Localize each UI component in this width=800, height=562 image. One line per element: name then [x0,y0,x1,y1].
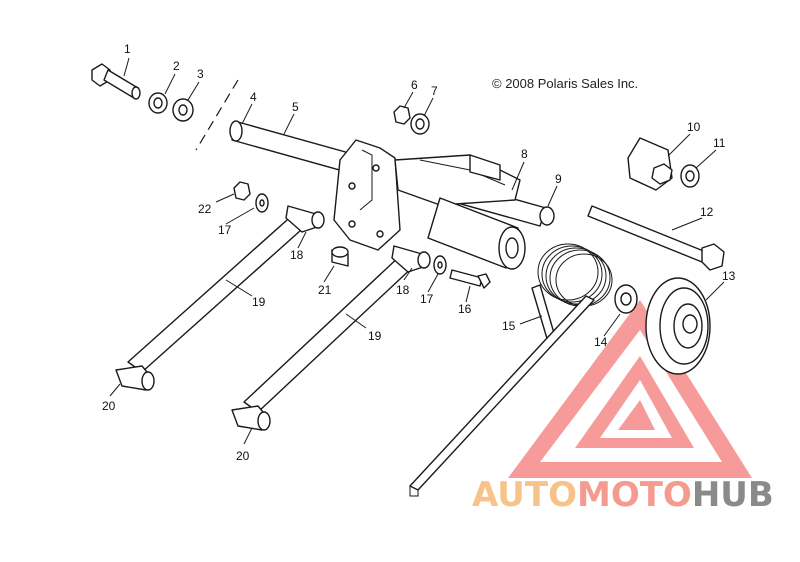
bushing-part [331,246,349,267]
callout-10: 10 [687,120,701,134]
watermark-moto: MOTO [577,475,692,515]
idler-wheel-part [645,277,711,375]
callout-1: 1 [124,42,131,56]
callout-4: 4 [250,90,257,104]
callout-15: 15 [502,319,516,333]
leader-lines [109,57,725,445]
callout-19a: 19 [252,295,266,309]
watermark-hub: HUB [692,475,774,515]
bracket-assembly [333,139,521,251]
arm-part [231,245,431,431]
nut-part [393,105,411,125]
washer-part [410,113,430,135]
callout-8: 8 [521,147,528,161]
callout-16: 16 [458,302,472,316]
watermark-logo-icon [508,300,752,478]
arm-part [115,205,325,391]
washer-part [255,193,269,213]
washer-part [433,255,447,275]
block-part [627,137,673,191]
callout-22: 22 [198,202,212,216]
callout-17a: 17 [218,223,232,237]
callout-17b: 17 [420,292,434,306]
callout-13: 13 [722,269,736,283]
callout-2: 2 [173,59,180,73]
callout-19b: 19 [368,329,382,343]
bolt-part [449,269,491,289]
callout-11: 11 [713,136,726,150]
center-line [195,79,239,151]
watermark-text: AUTOMOTOHUB [472,475,774,515]
long-bolt-part [587,205,725,271]
callout-9: 9 [555,172,562,186]
callout-7: 7 [431,84,438,98]
callout-labels: 1 2 3 4 5 6 7 8 9 10 11 12 13 14 15 16 1… [102,42,736,463]
torsion-spring-part [409,243,613,497]
callout-18a: 18 [290,248,304,262]
callout-12: 12 [700,205,714,219]
washer-part [148,92,168,114]
svg-text:AUTOMOTOHUB: AUTOMOTOHUB [472,475,774,515]
washer-part [172,98,194,122]
sleeve-part [427,197,526,270]
callout-20b: 20 [236,449,250,463]
callout-5: 5 [292,100,299,114]
copyright-notice: © 2008 Polaris Sales Inc. [492,76,639,91]
callout-18b: 18 [396,283,410,297]
callout-3: 3 [197,67,204,81]
callout-21: 21 [318,283,332,297]
bolt-part [91,63,141,100]
nut-part [233,181,251,201]
callout-14: 14 [594,335,608,349]
washer-part [614,284,638,314]
callout-6: 6 [411,78,418,92]
watermark-auto: AUTO [472,475,577,515]
callout-20a: 20 [102,399,116,413]
washer-part [680,164,700,188]
